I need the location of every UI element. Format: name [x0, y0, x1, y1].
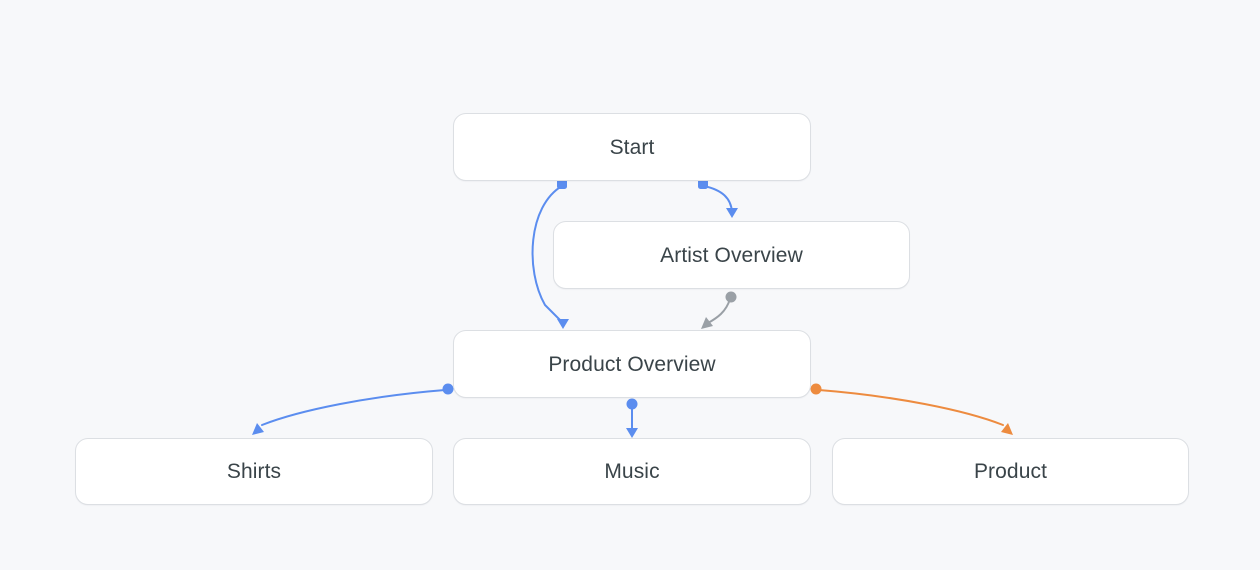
edge-path — [261, 389, 446, 426]
edge-arrowhead-icon — [557, 319, 569, 329]
edge-product-overview-to-product[interactable] — [810, 383, 1014, 436]
node-label: Artist Overview — [660, 243, 803, 267]
edge-arrowhead-icon — [1001, 423, 1013, 435]
edge-arrowhead-icon — [701, 317, 713, 329]
edge-arrowhead-icon — [726, 208, 738, 218]
node-shirts[interactable]: Shirts — [75, 438, 433, 505]
edge-product-overview-to-music[interactable] — [626, 398, 638, 439]
edge-source-handle[interactable] — [725, 291, 737, 303]
edge-source-handle[interactable] — [626, 398, 638, 410]
edge-source-handle[interactable] — [442, 383, 454, 395]
edge-source-handle[interactable] — [810, 383, 822, 395]
node-artist-overview[interactable]: Artist Overview — [553, 221, 910, 289]
node-start[interactable]: Start — [453, 113, 811, 181]
node-product[interactable]: Product — [832, 438, 1189, 505]
edge-arrowhead-icon — [626, 428, 638, 438]
node-product-overview[interactable]: Product Overview — [453, 330, 811, 398]
edge-product-overview-to-shirts[interactable] — [252, 383, 454, 436]
edge-start-to-artist-overview[interactable] — [698, 179, 738, 218]
node-label: Start — [609, 135, 655, 159]
edge-path — [707, 298, 731, 324]
node-label: Product — [973, 460, 1048, 483]
edge-path — [818, 389, 1004, 426]
node-label: Music — [604, 460, 660, 483]
node-label: Shirts — [226, 460, 282, 483]
node-label: Product Overview — [548, 352, 716, 376]
edge-artist-overview-to-product-overview[interactable] — [701, 291, 737, 330]
node-music[interactable]: Music — [453, 438, 811, 505]
edge-path — [703, 185, 733, 213]
edge-arrowhead-icon — [252, 423, 264, 435]
